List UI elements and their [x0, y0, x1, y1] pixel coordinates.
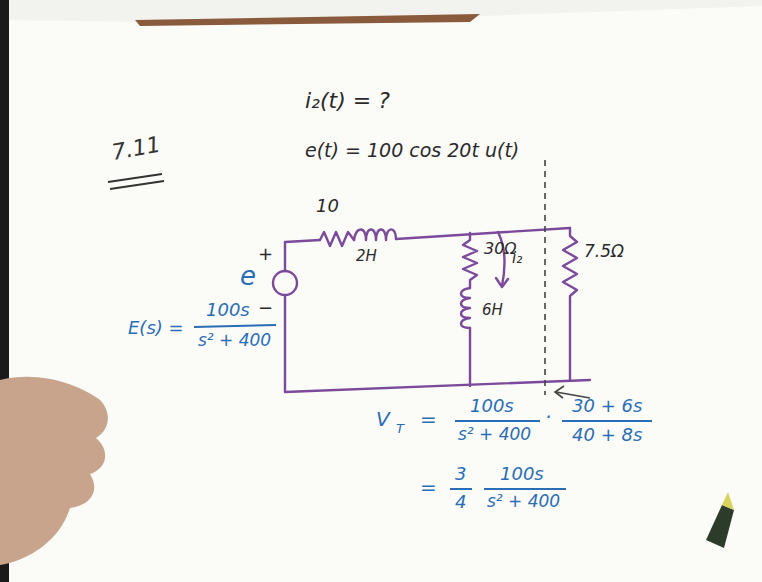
underline — [110, 181, 164, 189]
numerator: 30 + 6s — [572, 396, 642, 417]
fraction-bar — [194, 325, 276, 327]
resistor-label: 10 — [316, 196, 339, 217]
equals-sign: = — [420, 408, 437, 431]
problem-number: 7.11 — [110, 132, 163, 165]
resistor-label: 7.5Ω — [584, 242, 624, 262]
arrowhead — [496, 278, 508, 287]
numerator: 100s — [500, 464, 544, 485]
fraction-bar — [450, 488, 472, 490]
voltage-symbol: V — [376, 408, 390, 431]
subscript: T — [396, 422, 404, 437]
question: i₂(t) = ? — [305, 88, 390, 113]
fraction-bar — [562, 420, 652, 422]
voltage-source — [273, 271, 297, 295]
wire — [285, 295, 590, 392]
wire — [396, 228, 570, 239]
denominator: s² + 400 — [458, 425, 531, 445]
resistor-symbol — [463, 233, 477, 288]
pen-tip — [722, 492, 734, 510]
polarity-plus: + — [258, 244, 273, 265]
hand — [0, 377, 108, 565]
inductor-label: 2H — [356, 248, 377, 265]
inductor-label: 6H — [482, 302, 503, 319]
denominator: s² + 400 — [198, 331, 271, 351]
pen — [706, 505, 734, 548]
resistor-symbol — [563, 228, 577, 380]
source-equation: e(t) = 100 cos 20t u(t) — [305, 140, 519, 162]
resistor-label: 30Ω — [484, 240, 517, 258]
product-dot: · — [545, 406, 551, 429]
wire — [285, 240, 320, 271]
resistor-symbol — [320, 232, 354, 246]
numerator: 100s — [206, 300, 250, 321]
inductor-symbol — [461, 288, 470, 328]
underline — [108, 174, 162, 182]
wire — [469, 328, 471, 386]
denominator: 40 + 8s — [572, 425, 642, 446]
fraction-bar — [455, 420, 540, 422]
wood-edge — [135, 14, 480, 26]
polarity-minus: − — [258, 298, 273, 319]
numerator: 100s — [470, 396, 514, 417]
inductor-symbol — [354, 229, 396, 240]
source-label: e — [240, 262, 256, 292]
cut-line — [544, 160, 546, 395]
numerator: 3 — [455, 464, 466, 485]
equals-sign: = — [420, 476, 437, 499]
laplace-source: E(s) = — [128, 318, 184, 339]
denominator: s² + 400 — [487, 492, 560, 512]
denominator: 4 — [455, 492, 466, 513]
current-label: i₂ — [512, 250, 522, 267]
fraction-bar — [484, 488, 566, 490]
